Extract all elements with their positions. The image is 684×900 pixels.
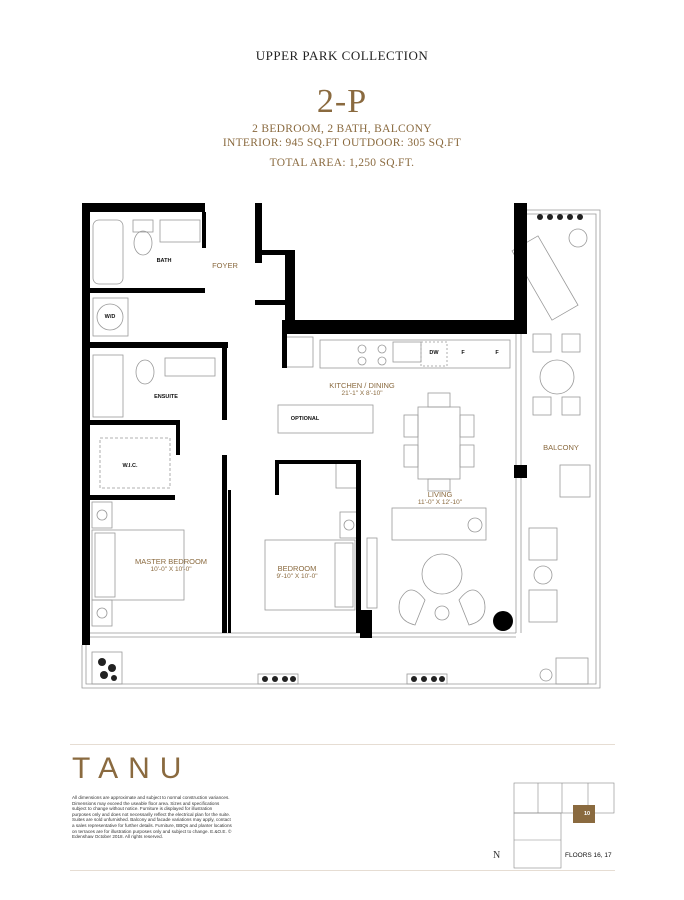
laundry-label: W/D (104, 314, 116, 320)
keyplan-unit-number: 10 (584, 811, 591, 817)
master-name: MASTER BEDROOM (134, 557, 208, 566)
dishwasher-label: DW (429, 350, 439, 356)
living-name: LIVING (427, 490, 453, 499)
divider (70, 870, 615, 871)
kitchen-name: KITCHEN / DINING (329, 381, 395, 390)
total-area: TOTAL AREA: 1,250 SQ.FT. (269, 157, 415, 169)
bedroom-dimensions: 9'-10" X 10'-0" (276, 573, 318, 580)
wic-label: W.I.C. (122, 463, 138, 469)
disclaimer: All dimensions are approximate and subje… (72, 795, 232, 840)
floors-label: FLOORS 16, 17 (565, 852, 612, 859)
fridge-label: F (461, 350, 465, 356)
tanu-logo: TANU (72, 752, 192, 785)
collection-title: UPPER PARK COLLECTION (255, 48, 429, 63)
ensuite-label: ENSUITE (154, 394, 178, 400)
kitchen-dimensions: 21'-1" X 8'-10" (341, 390, 383, 397)
living-dimensions: 11'-0" X 12'-10" (417, 499, 463, 506)
unit-areas: INTERIOR: 945 SQ.FT OUTDOOR: 305 SQ.FT (222, 137, 462, 149)
fridge-label: F (495, 350, 499, 356)
bedroom-name: BEDROOM (277, 564, 317, 573)
unit-name: 2-P (316, 83, 368, 120)
unit-type: 2 BEDROOM, 2 BATH, BALCONY (252, 123, 432, 135)
divider (70, 744, 615, 745)
foyer-label: FOYER (212, 261, 238, 270)
north-indicator: N (493, 850, 501, 861)
bath-label: BATH (156, 258, 172, 264)
balcony-label: BALCONY (543, 443, 579, 452)
master-dimensions: 10'-0" X 10'-0" (150, 566, 192, 573)
optional-island-label: OPTIONAL (290, 416, 320, 422)
